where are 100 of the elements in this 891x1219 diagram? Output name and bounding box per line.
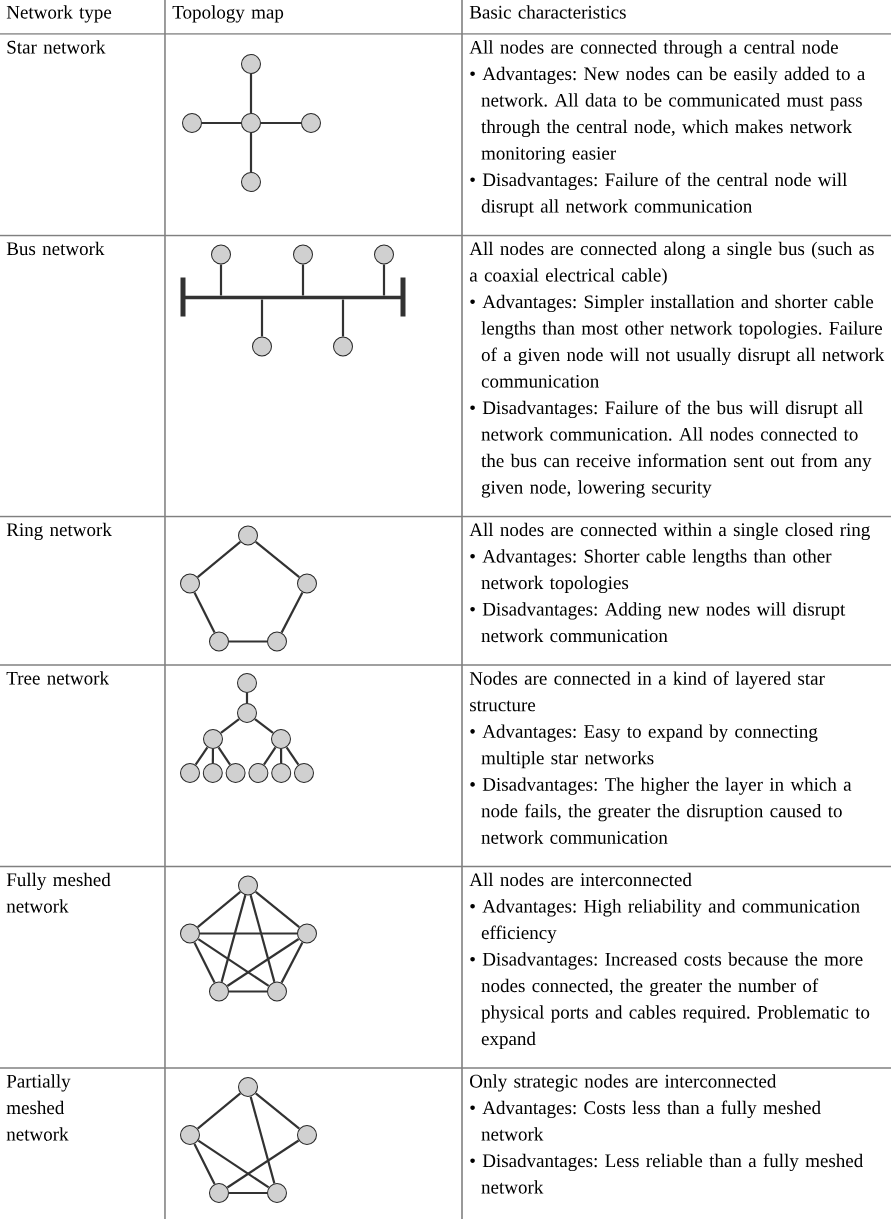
network-node bbox=[241, 113, 261, 133]
bullet-text: • Advantages: Easy to expand by connecting multiple star networks bbox=[470, 724, 818, 769]
link-line bbox=[301, 264, 305, 296]
network-node bbox=[374, 244, 394, 265]
link-line bbox=[193, 941, 216, 984]
cell-text: Network type bbox=[6, 5, 112, 23]
network-node bbox=[238, 1077, 258, 1097]
link-line bbox=[219, 264, 223, 296]
link-line bbox=[200, 932, 297, 935]
network-node bbox=[237, 703, 257, 723]
link-line bbox=[285, 746, 300, 766]
network-node bbox=[180, 923, 200, 944]
network-node bbox=[180, 573, 200, 594]
cell-text: Star network bbox=[7, 40, 106, 54]
bullet-text: • Disadvantages: Increased costs because the more nodes connected, the greater the number of physical ports and cables required. Problematic to expand bbox=[470, 952, 870, 1050]
link-line bbox=[193, 591, 216, 634]
network-node bbox=[271, 763, 292, 783]
link-line bbox=[261, 121, 301, 125]
link-line bbox=[220, 894, 247, 983]
cell-text: Basic characteristics bbox=[469, 5, 626, 19]
link-line bbox=[220, 718, 240, 734]
link-line bbox=[260, 299, 264, 337]
bullet-text: • Disadvantages: Less reliable than a fully meshed network bbox=[470, 1153, 863, 1194]
network-node bbox=[238, 875, 258, 896]
network-node bbox=[211, 244, 231, 265]
link-line bbox=[226, 1139, 300, 1189]
network-node bbox=[209, 1183, 229, 1203]
link-line bbox=[211, 749, 215, 763]
network-node bbox=[248, 763, 269, 783]
link-line bbox=[382, 264, 386, 296]
cell-text: All nodes are connected along a single bus (such as a coaxial electrical cable) bbox=[469, 241, 874, 286]
link-line bbox=[229, 1191, 267, 1195]
link-line bbox=[226, 938, 300, 987]
link-line bbox=[279, 749, 283, 763]
bullet-text: • Advantages: High reliability and communication efficiency bbox=[470, 899, 860, 944]
bus-line bbox=[180, 277, 406, 317]
link-line bbox=[263, 746, 277, 766]
link-line bbox=[280, 941, 304, 984]
cell-text: Partially meshed network bbox=[6, 1074, 71, 1141]
link-line bbox=[202, 121, 241, 125]
link-line bbox=[217, 746, 231, 766]
network-node bbox=[267, 1183, 287, 1203]
link-line bbox=[255, 540, 300, 579]
link-line bbox=[194, 746, 209, 766]
cell-text: Topology map bbox=[172, 5, 284, 23]
link-line bbox=[193, 1143, 216, 1185]
cell-text: Tree network bbox=[6, 671, 109, 685]
network-node bbox=[271, 729, 291, 749]
network-node bbox=[202, 763, 223, 783]
bullet-text: • Advantages: New nodes can be easily added to a network. All data to be communicated must pass through the central node, which makes network monitoring easier bbox=[470, 66, 866, 164]
link-line bbox=[229, 640, 267, 643]
link-line bbox=[197, 938, 270, 987]
link-line bbox=[254, 718, 274, 734]
network-node bbox=[294, 763, 314, 783]
network-node bbox=[182, 113, 202, 133]
network-node bbox=[237, 673, 257, 693]
network-node bbox=[241, 54, 261, 74]
link-line bbox=[249, 133, 253, 172]
network-node bbox=[209, 981, 229, 1002]
link-line bbox=[255, 1092, 300, 1130]
link-line bbox=[249, 1096, 276, 1184]
bullet-text: • Advantages: Costs less than a fully meshed network bbox=[470, 1100, 821, 1141]
cell-text: Nodes are connected in a kind of layered star structure bbox=[469, 671, 825, 712]
cell-text: All nodes are interconnected bbox=[469, 872, 692, 887]
network-node bbox=[225, 763, 246, 783]
link-line bbox=[249, 894, 276, 983]
network-node bbox=[297, 1125, 317, 1145]
network-node bbox=[209, 631, 229, 652]
link-line bbox=[341, 299, 345, 337]
cell-text: All nodes are connected through a central node bbox=[469, 40, 838, 58]
bullet-text: • Advantages: Shorter cable lengths than other network topologies bbox=[470, 549, 832, 594]
network-node bbox=[180, 1125, 200, 1145]
link-line bbox=[249, 74, 253, 113]
network-node bbox=[297, 573, 317, 594]
bullet-text: • Disadvantages: The higher the layer in which a node fails, the greater the disruption caused to network communication bbox=[470, 777, 852, 844]
cell-text: Only strategic nodes are interconnected bbox=[470, 1074, 777, 1092]
network-node bbox=[241, 172, 261, 192]
cell-text: Bus network bbox=[6, 241, 105, 256]
link-line bbox=[197, 541, 241, 578]
network-node bbox=[203, 729, 223, 749]
link-line bbox=[229, 990, 267, 993]
bullet-text: • Advantages: Simpler installation and shorter cable lengths than most other network topologies. Failure of a given node will not usually disrupt all network communication bbox=[470, 294, 885, 388]
cell-text: All nodes are connected within a single closed ring bbox=[469, 522, 870, 541]
link-line bbox=[197, 1092, 241, 1130]
link-line bbox=[197, 1139, 270, 1189]
cell-text: Fully meshed network bbox=[6, 872, 111, 913]
network-node bbox=[267, 981, 287, 1002]
network-node bbox=[180, 763, 200, 783]
bullet-text: • Disadvantages: Failure of the bus will disrupt all network communication. All nodes connected to the bus can receive information sent out from any given node, lowering security bbox=[470, 400, 872, 498]
network-node bbox=[238, 525, 258, 546]
network-node bbox=[301, 113, 321, 133]
bullet-text: • Disadvantages: Adding new nodes will disrupt network communication bbox=[470, 602, 846, 643]
link-line bbox=[255, 890, 300, 929]
network-node bbox=[297, 923, 317, 944]
bullet-text: • Disadvantages: Failure of the central node will disrupt all network communication bbox=[470, 172, 847, 217]
link-line bbox=[197, 891, 241, 928]
network-node bbox=[333, 336, 353, 357]
network-node bbox=[293, 244, 313, 265]
network-node bbox=[267, 631, 287, 652]
network-node bbox=[252, 336, 272, 357]
